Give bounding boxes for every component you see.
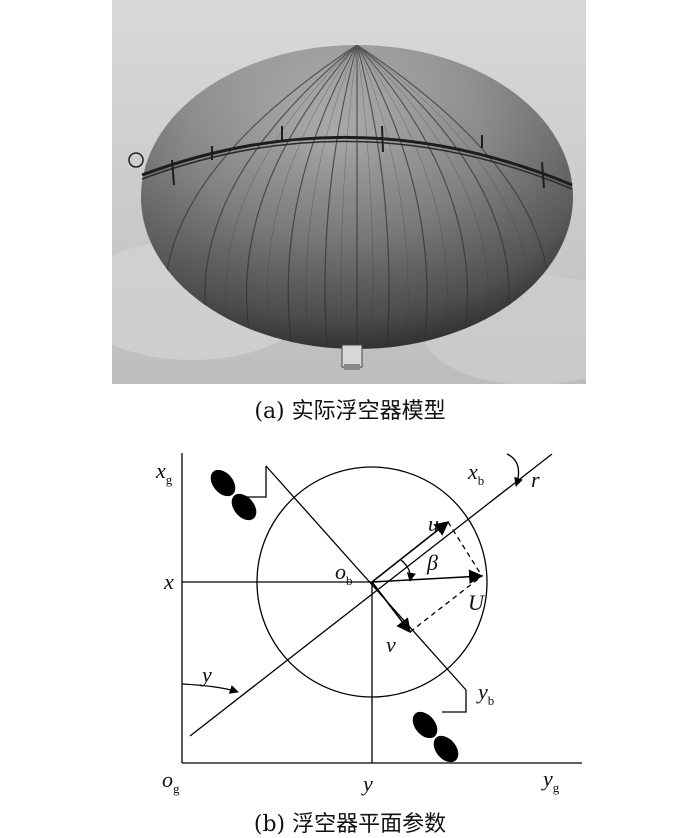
svg-text:xg: xg	[155, 458, 173, 487]
label-yg: y	[541, 766, 553, 791]
label-xb-sub: b	[478, 473, 485, 488]
motor-arm-bottom	[442, 690, 467, 713]
label-yb-sub: b	[488, 693, 495, 708]
propeller-top-icon	[210, 469, 257, 521]
label-og: o	[162, 767, 173, 792]
label-r: r	[531, 467, 540, 492]
label-yg-sub: g	[553, 780, 560, 795]
caption-a: (a) 实际浮空器模型	[254, 399, 446, 424]
dashed-v-to-U	[409, 575, 483, 633]
U-vector	[371, 569, 484, 584]
svg-text:ob: ob	[335, 559, 353, 588]
dashed-u-to-U	[447, 521, 483, 577]
r-arc	[506, 453, 523, 487]
xb-axis	[189, 453, 553, 737]
label-v: v	[386, 632, 396, 657]
u-vector	[371, 521, 450, 583]
psi-arc	[181, 683, 239, 694]
caption-b: (b) 浮空器平面参数	[253, 812, 447, 837]
label-ob: o	[335, 559, 346, 584]
svg-text:yb: yb	[476, 679, 494, 708]
motor-arm-top	[238, 466, 267, 498]
label-yb: y	[476, 679, 488, 704]
svg-text:yg: yg	[541, 766, 560, 795]
svg-text:xb: xb	[467, 459, 484, 488]
parameter-diagram: xg x y og yg y ob xb r u β U v yb	[155, 453, 582, 796]
balloon-photo	[112, 0, 586, 384]
label-ob-sub: b	[346, 573, 353, 588]
hull-circle	[256, 466, 488, 698]
beta-arc	[400, 559, 416, 582]
propeller-bottom-icon	[412, 711, 459, 763]
label-xg: x	[155, 458, 166, 483]
label-x-mark: x	[163, 569, 174, 594]
label-xg-sub: g	[166, 472, 173, 487]
label-u: u	[428, 511, 439, 536]
svg-text:og: og	[162, 767, 180, 796]
label-y-mark: y	[361, 771, 373, 796]
v-vector	[371, 581, 411, 634]
label-psi: y	[200, 662, 212, 687]
label-U: U	[468, 590, 486, 615]
label-og-sub: g	[173, 781, 180, 796]
label-beta: β	[426, 550, 438, 575]
label-xb: x	[467, 459, 478, 484]
yb-axis	[265, 465, 467, 691]
